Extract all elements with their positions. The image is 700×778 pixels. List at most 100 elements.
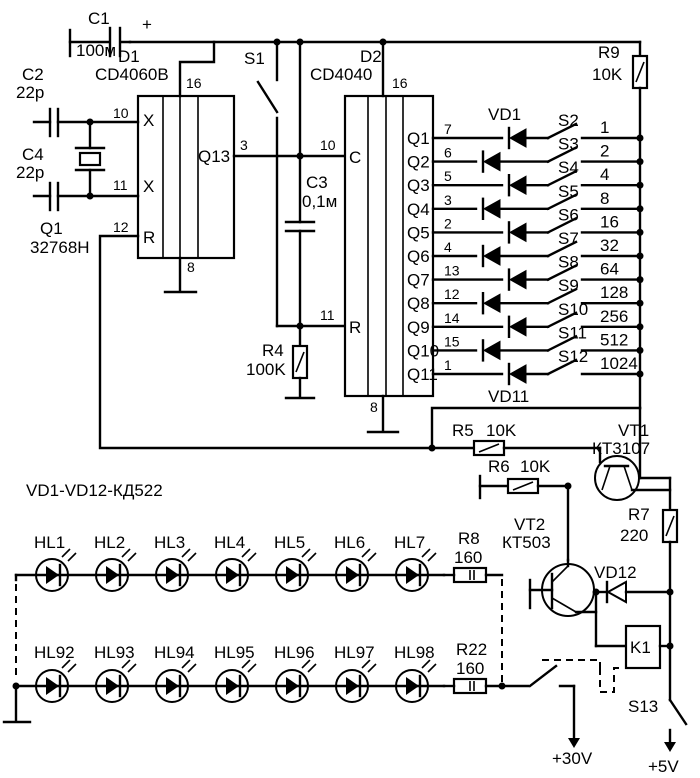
s13-ref: S13 bbox=[628, 697, 658, 716]
output-pin-label: 6 bbox=[444, 145, 452, 161]
d1-out-pin: 3 bbox=[240, 137, 248, 153]
r22-ref: R22 bbox=[456, 640, 487, 659]
c2-value: 22р bbox=[16, 83, 44, 102]
output-switch-label: S11 bbox=[558, 323, 587, 342]
led-label: HL6 bbox=[334, 533, 365, 552]
led-label: HL7 bbox=[394, 533, 425, 552]
output-q-label: Q6 bbox=[407, 247, 430, 266]
output-weight-label: 2 bbox=[600, 142, 609, 161]
output-q-label: Q4 bbox=[407, 200, 430, 219]
diode-type-note: VD1-VD12-КД522 bbox=[26, 481, 163, 500]
output-pin-label: 1 bbox=[444, 357, 452, 373]
capacitor-c4: C4 22р bbox=[16, 145, 140, 212]
output-pin-label: 5 bbox=[444, 168, 452, 184]
led: HL95 bbox=[214, 643, 257, 703]
r22-value: 160 bbox=[456, 659, 484, 678]
supply-30v-label: +30V bbox=[552, 749, 593, 768]
resistor-r7: R7 220 bbox=[620, 476, 679, 702]
output-weight-label: 1024 bbox=[600, 354, 638, 373]
output-q-label: Q3 bbox=[407, 176, 430, 195]
transistor-vt2: VT2 КТ503 bbox=[502, 515, 598, 617]
crystal-q1: Q1 32768Н bbox=[30, 118, 106, 257]
d2-r-label: R bbox=[349, 318, 361, 337]
c1-ref: C1 bbox=[88, 9, 110, 28]
c1-polarity: + bbox=[142, 15, 152, 34]
output-q-label: Q7 bbox=[407, 271, 430, 290]
led-label: HL98 bbox=[394, 643, 435, 662]
led-label: HL5 bbox=[274, 533, 305, 552]
d1-out-label: Q13 bbox=[198, 147, 230, 166]
led: HL97 bbox=[334, 643, 377, 703]
output-weight-label: 128 bbox=[600, 283, 628, 302]
d1-ref: D1 bbox=[118, 47, 140, 66]
output-q-label: Q2 bbox=[407, 153, 430, 172]
top-supply-rail bbox=[68, 28, 642, 58]
q1-value: 32768Н bbox=[30, 238, 90, 257]
d1-pin-r: 12 bbox=[113, 219, 129, 235]
r7-value: 220 bbox=[620, 526, 648, 545]
vt2-part: КТ503 bbox=[502, 533, 551, 552]
output-pin-label: 14 bbox=[444, 310, 460, 326]
q1-ref: Q1 bbox=[40, 219, 63, 238]
switch-s13: S13 +5V bbox=[628, 697, 688, 776]
ic-d1-cd4060b: D1 CD4060B 16 10 11 12 8 X X R Q13 3 bbox=[95, 47, 248, 275]
output-switch-label: S6 bbox=[558, 205, 579, 224]
led-label: HL97 bbox=[334, 643, 375, 662]
c4-ref: C4 bbox=[22, 145, 44, 164]
r5-value: 10K bbox=[486, 421, 517, 440]
ic-d2-cd4040: D2 CD4040 16 10 11 8 C R bbox=[310, 47, 435, 415]
c4-value: 22р bbox=[16, 163, 44, 182]
d2-c-label: C bbox=[349, 148, 361, 167]
led: HL92 bbox=[34, 643, 77, 703]
led-label: HL93 bbox=[94, 643, 135, 662]
d1-pin-x1: 10 bbox=[113, 105, 129, 121]
capacitor-c3: C3 0,1м bbox=[284, 40, 337, 328]
diode-vd12: VD12 bbox=[594, 563, 672, 604]
r9-value: 10K bbox=[592, 65, 623, 84]
led-label: HL95 bbox=[214, 643, 255, 662]
led-label: HL92 bbox=[34, 643, 75, 662]
output-weight-label: 256 bbox=[600, 307, 628, 326]
d2-pin-c: 10 bbox=[320, 137, 336, 153]
led: HL98 bbox=[394, 643, 437, 703]
led: HL3 bbox=[154, 533, 197, 592]
output-switch-label: S5 bbox=[558, 182, 579, 201]
resistor-r4: R4 100K bbox=[246, 324, 316, 400]
r6-ref: R6 bbox=[488, 457, 510, 476]
led: HL7 bbox=[394, 533, 437, 592]
d1-pin-vdd: 16 bbox=[186, 75, 202, 91]
output-weight-label: 32 bbox=[600, 236, 619, 255]
r8-ref: R8 bbox=[458, 529, 480, 548]
led: HL96 bbox=[274, 643, 317, 703]
supply-5v-label: +5V bbox=[648, 757, 679, 776]
vt1-part: КТ3107 bbox=[592, 439, 650, 458]
output-weight-label: 16 bbox=[600, 212, 619, 231]
output-diode-label: VD1 bbox=[488, 105, 521, 124]
relay-k1: K1 bbox=[594, 590, 672, 670]
d2-pin-vdd: 16 bbox=[392, 75, 408, 91]
output-switch-label: S2 bbox=[558, 111, 579, 130]
output-switch-label: S9 bbox=[558, 276, 579, 295]
led-label: HL4 bbox=[214, 533, 245, 552]
c2-ref: C2 bbox=[22, 65, 44, 84]
resistor-r9: R9 10K bbox=[592, 43, 649, 90]
resistor-r5: R5 10K bbox=[430, 421, 602, 457]
d1-r-label: R bbox=[143, 228, 155, 247]
output-pin-label: 7 bbox=[444, 121, 452, 137]
d2-pin-r: 11 bbox=[320, 307, 335, 323]
vd12-ref: VD12 bbox=[594, 563, 637, 582]
c3-value: 0,1м bbox=[302, 192, 337, 211]
r6-value: 10K bbox=[520, 457, 551, 476]
d2-pin-gnd: 8 bbox=[370, 399, 378, 415]
output-q-label: Q9 bbox=[407, 318, 430, 337]
d2-ref: D2 bbox=[360, 47, 382, 66]
led-label: HL94 bbox=[154, 643, 195, 662]
output-pin-label: 15 bbox=[444, 333, 460, 349]
